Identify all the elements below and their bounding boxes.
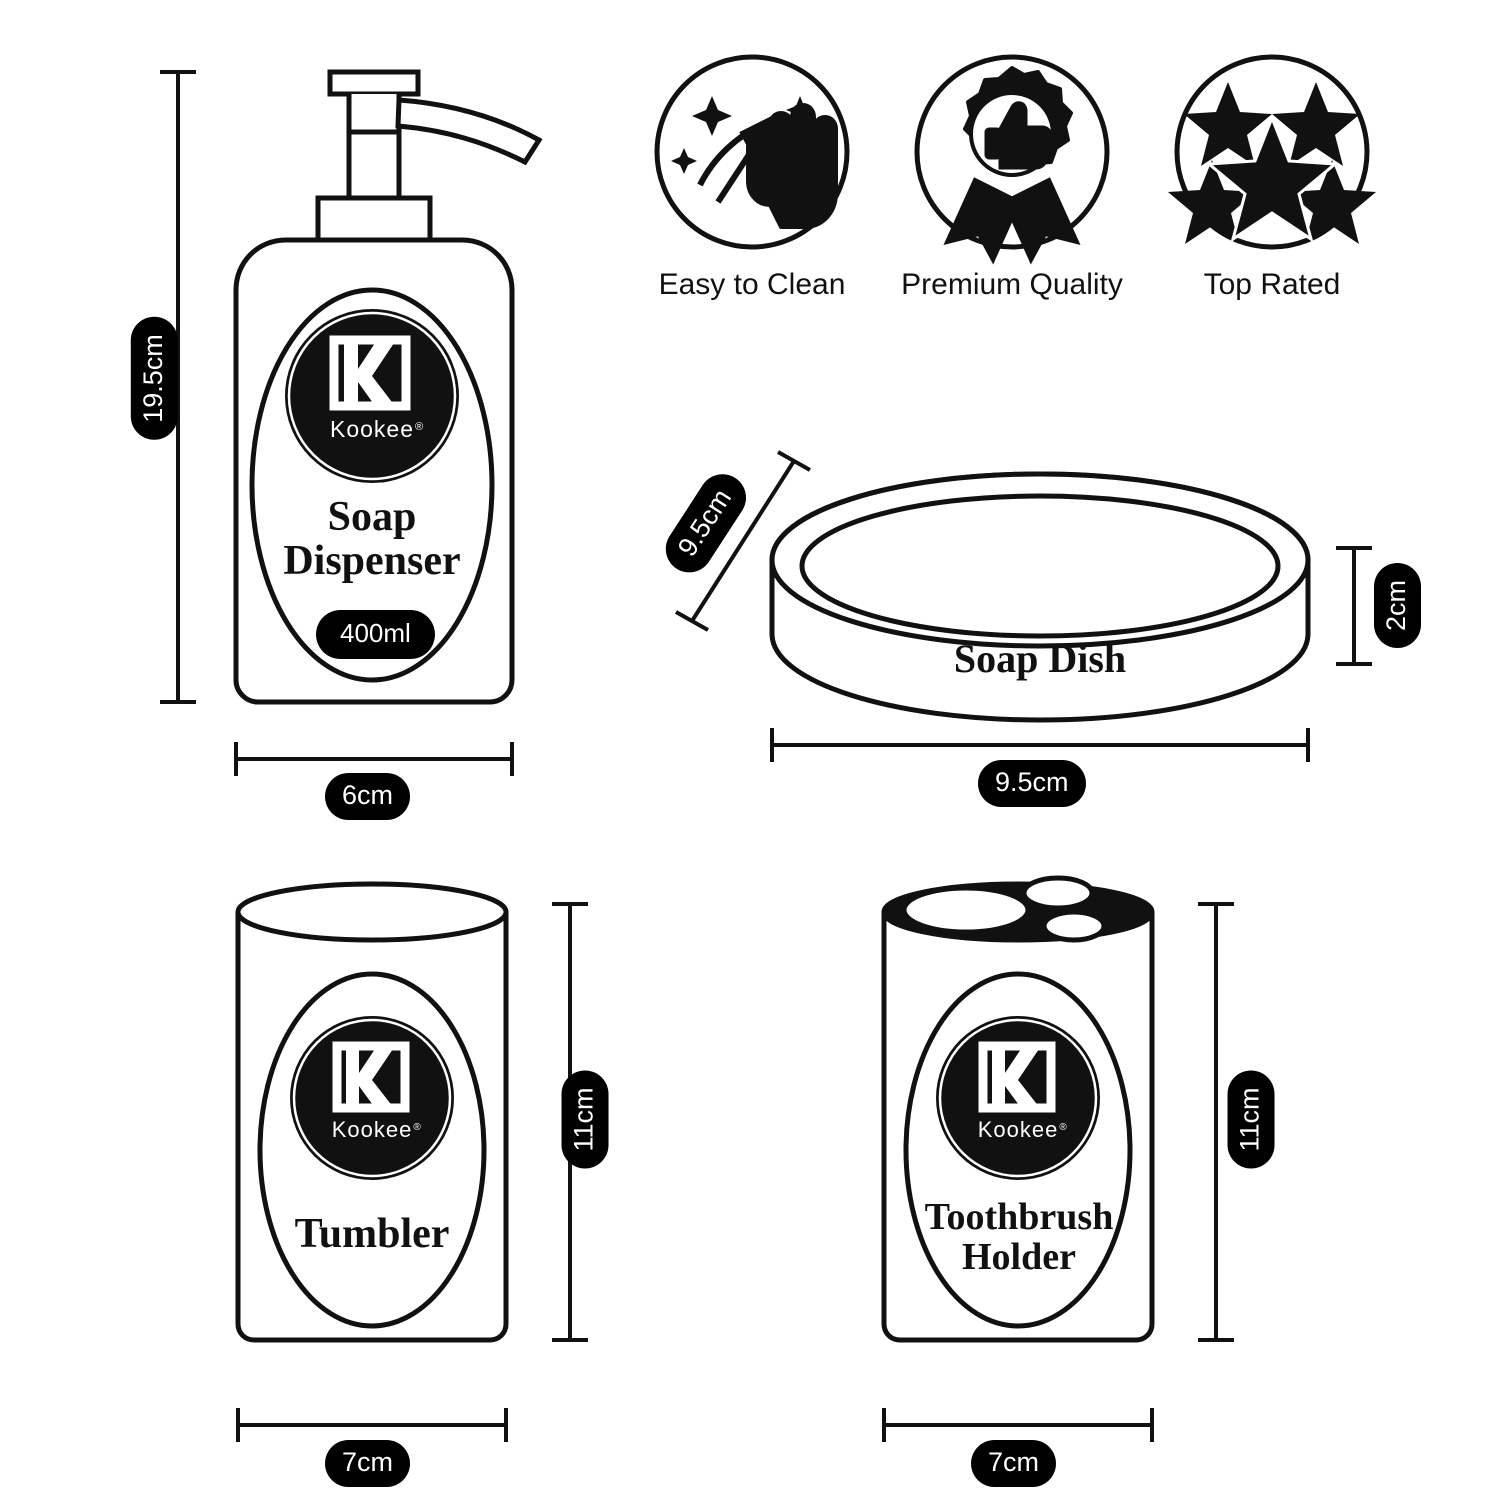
svg-text:Kookee: Kookee — [978, 1117, 1059, 1142]
svg-text:Kookee: Kookee — [332, 1117, 413, 1142]
badge-label-easy-to-clean: Easy to Clean — [658, 268, 846, 301]
soap-dispenser-capacity: 400ml — [316, 610, 435, 659]
badge-label-top-rated: Top Rated — [1203, 268, 1341, 301]
toothbrush-holder-brand-disc: Kookee ® — [936, 1016, 1100, 1180]
soap-dispenser-dimension-lines — [160, 70, 514, 776]
svg-text:®: ® — [413, 1122, 421, 1133]
soap-dispenser-brand-disc: Kookee ® — [285, 309, 459, 483]
toothbrush-holder-height-label: 11cm — [1227, 1070, 1275, 1169]
tumbler-name: Tumbler — [294, 1211, 450, 1257]
tumbler-brand-disc: Kookee ® — [290, 1016, 454, 1180]
toothbrush-holder-dimension-lines — [882, 902, 1234, 1442]
badge-label-premium-quality: Premium Quality — [901, 268, 1123, 301]
svg-text:®: ® — [415, 421, 423, 433]
soap-dish-illustration — [769, 471, 1311, 723]
tumbler-height-label: 11cm — [561, 1070, 609, 1169]
easy-to-clean-icon — [654, 54, 850, 250]
svg-text:®: ® — [1059, 1122, 1067, 1133]
soap-dish-dimension-lines — [675, 450, 1372, 762]
soap-dish-width-label: 9.5cm — [978, 760, 1086, 807]
soap-dish-height-label: 2cm — [1374, 562, 1422, 649]
toothbrush-holder-name: Toothbrush Holder — [924, 1196, 1114, 1278]
five-stars-icon — [1168, 54, 1376, 250]
soap-dish-name: Soap Dish — [953, 636, 1127, 681]
tumbler-dimension-lines — [236, 902, 588, 1442]
ribbon-thumbs-up-icon — [914, 54, 1110, 265]
svg-text:Kookee: Kookee — [330, 416, 414, 442]
toothbrush-holder-width-label: 7cm — [971, 1440, 1057, 1487]
soap-dispenser-name: Soap Dispenser — [283, 494, 461, 585]
soap-dispenser-height-label: 19.5cm — [130, 317, 178, 440]
soap-dispenser-width-label: 6cm — [325, 773, 411, 820]
tumbler-width-label: 7cm — [325, 1440, 411, 1487]
